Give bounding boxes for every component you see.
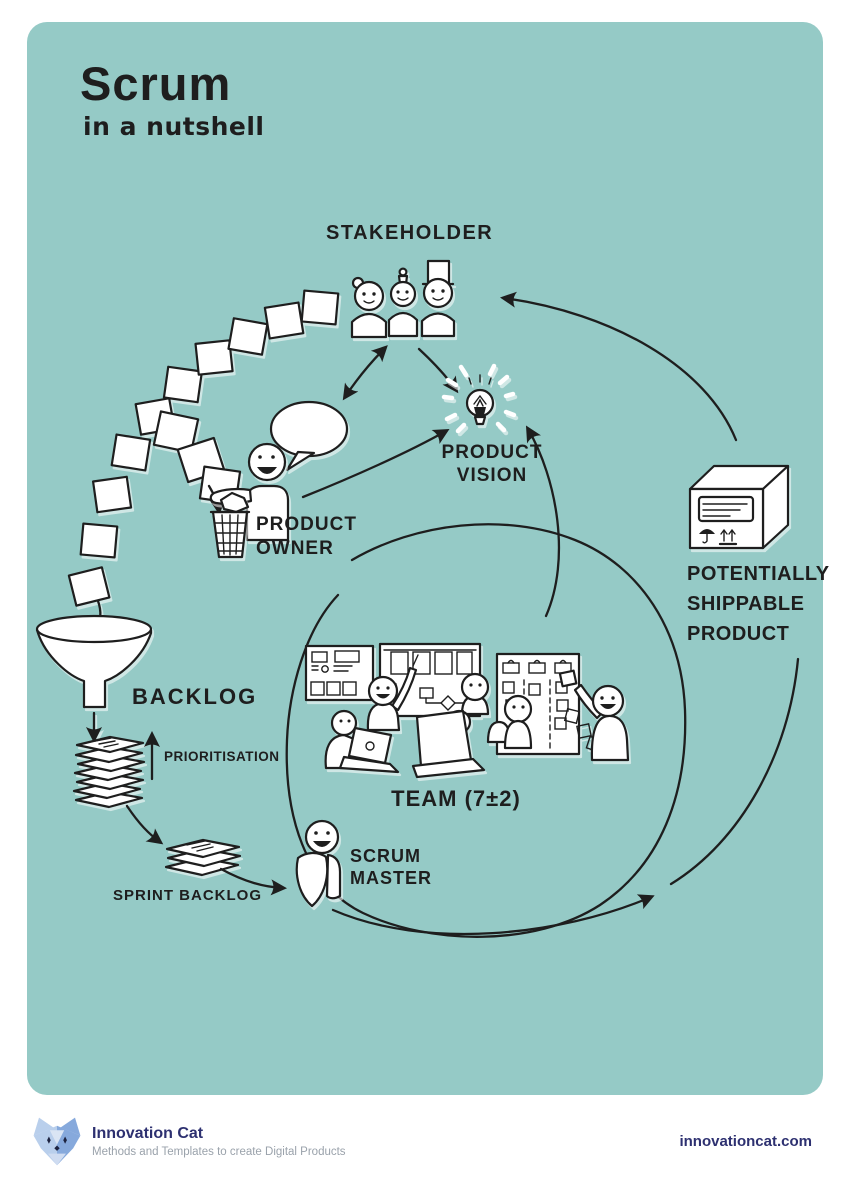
page-subtitle: in a nutshell <box>83 112 265 141</box>
label-product-vision: PRODUCT VISION <box>441 442 543 486</box>
page-title: Scrum <box>80 57 232 110</box>
footer-website: innovationcat.com <box>679 1133 812 1150</box>
label-scrum-master: SCRUM MASTER <box>350 846 432 888</box>
label-backlog: BACKLOG <box>132 684 258 709</box>
label-stakeholder: STAKEHOLDER <box>326 222 494 244</box>
cat-logo <box>33 1117 81 1166</box>
label-sprint-backlog: SPRINT BACKLOG <box>113 887 262 904</box>
label-potentially-shippable-product: POTENTIALLY SHIPPABLE PRODUCT <box>687 563 830 645</box>
label-prioritisation: PRIORITISATION <box>164 749 280 764</box>
label-team: TEAM (7±2) <box>391 786 521 811</box>
footer-brand-name: Innovation Cat <box>92 1125 204 1142</box>
footer-tagline: Methods and Templates to create Digital … <box>92 1146 346 1158</box>
label-product-owner: PRODUCT OWNER <box>256 514 357 559</box>
